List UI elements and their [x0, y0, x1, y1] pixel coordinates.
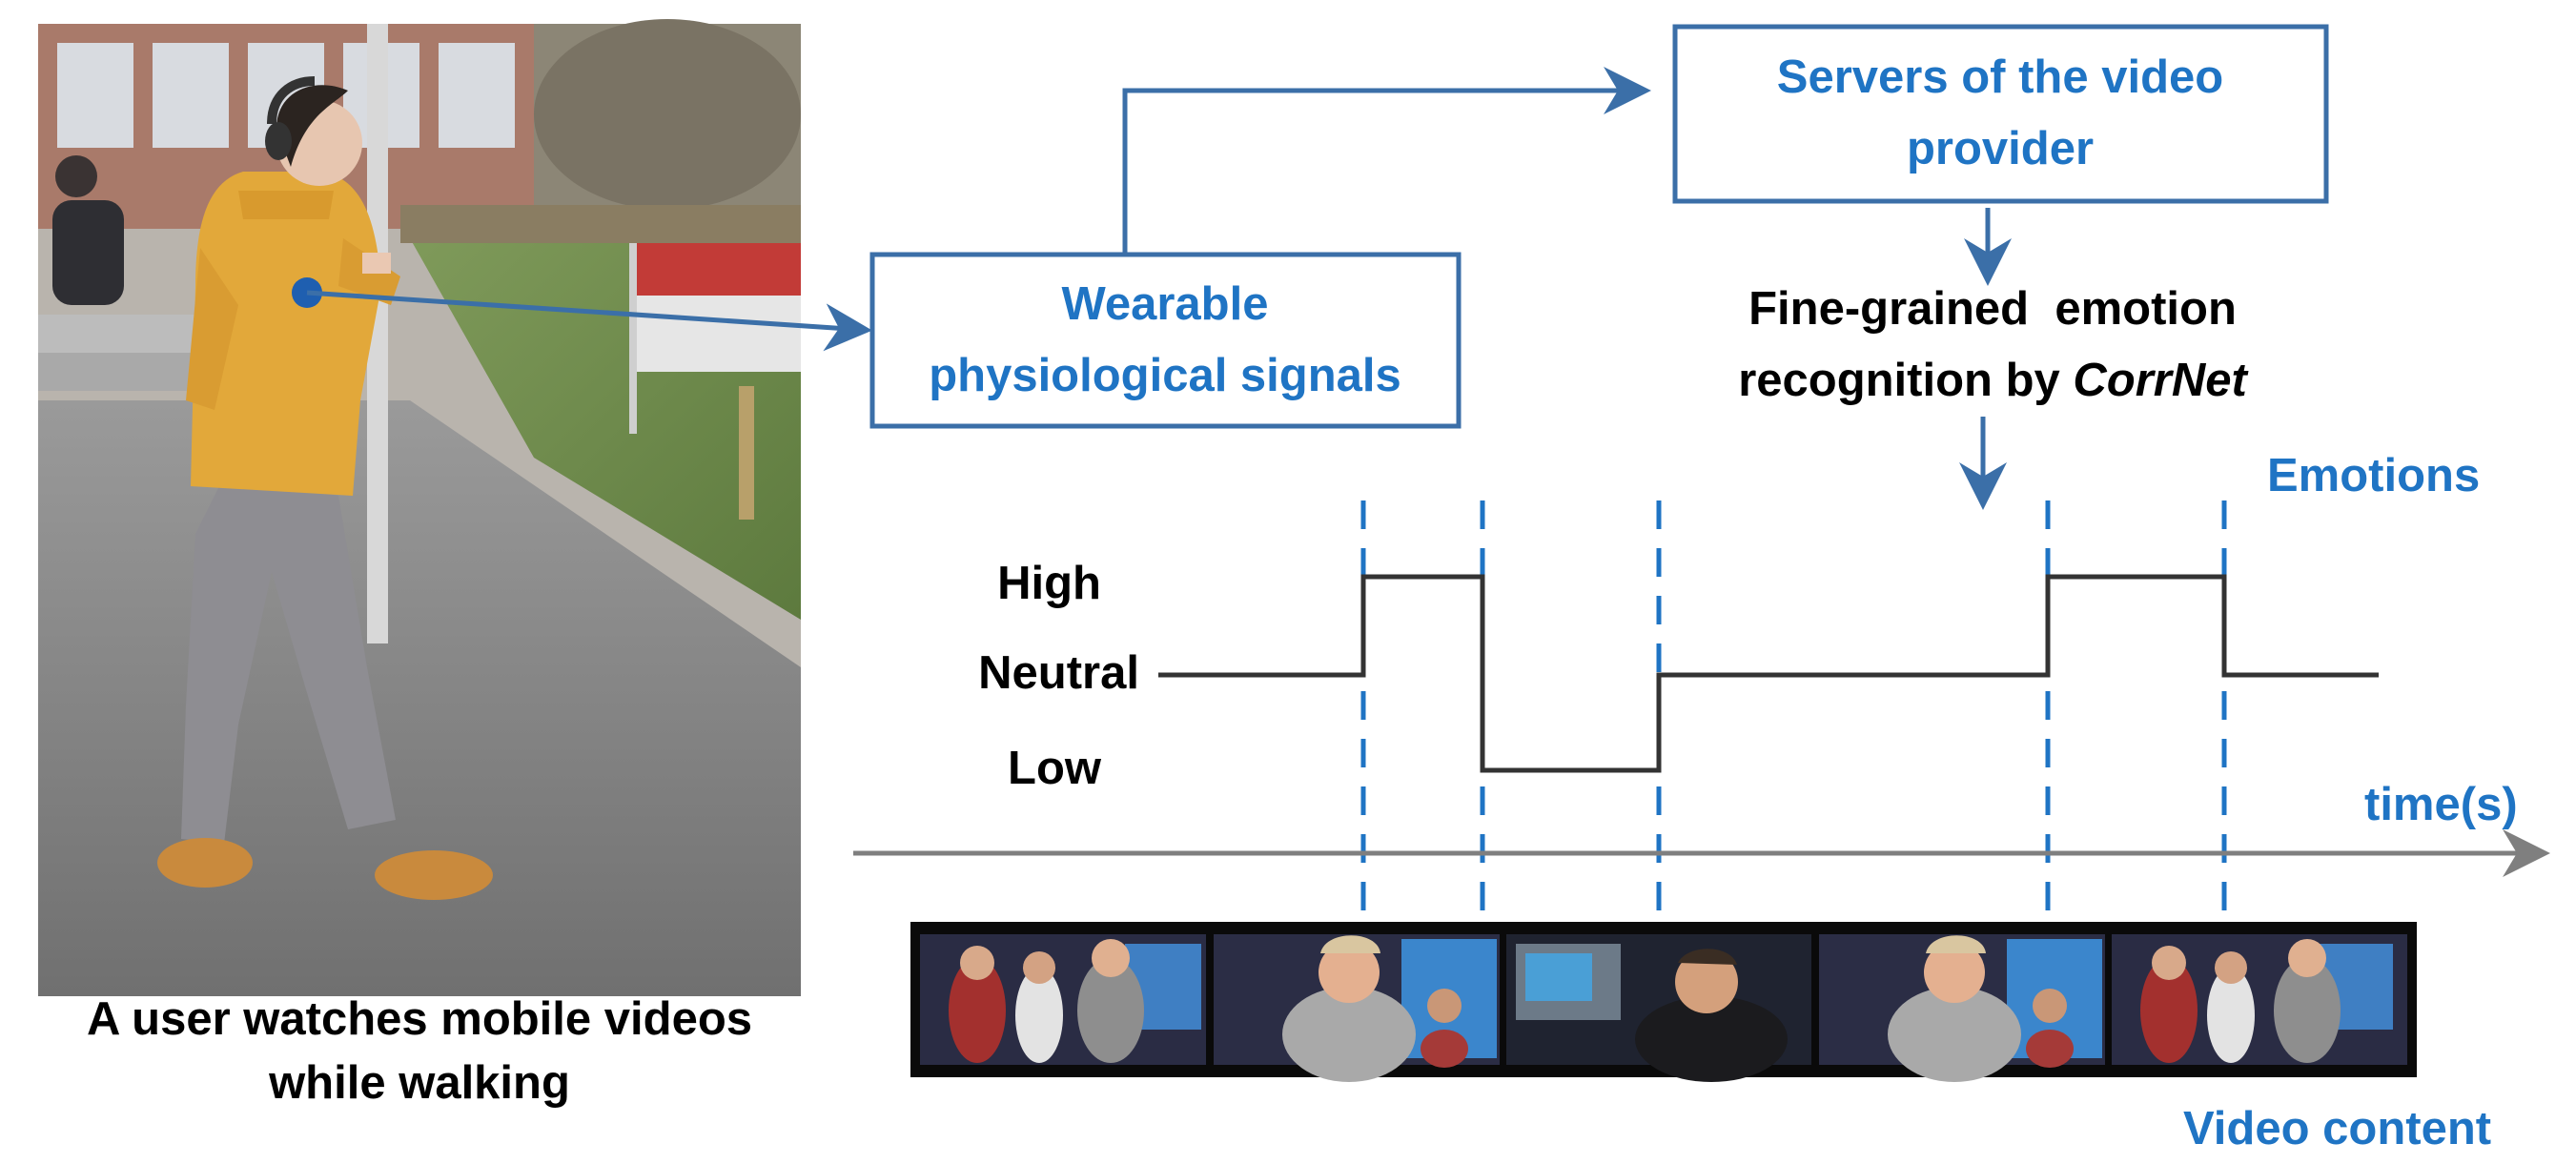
- wearable-box-line1: Wearable: [1062, 278, 1269, 330]
- level-label-neutral: Neutral: [978, 647, 1139, 699]
- video-frame: [1214, 934, 1500, 1082]
- time-axis-label: time(s): [2364, 779, 2518, 830]
- recognition-model-name: CorrNet: [2073, 355, 2248, 406]
- video-frame: [1506, 934, 1811, 1082]
- video-frame: [2112, 934, 2407, 1065]
- level-label-low: Low: [1008, 743, 1102, 794]
- servers-box-line2: provider: [1907, 123, 2094, 174]
- emotion-step-signal: [1158, 574, 2379, 773]
- photo-caption-line2: while walking: [268, 1057, 570, 1109]
- sensor-to-wearable-arrow: [306, 290, 872, 352]
- recognition-line2-prefix: recognition by: [1738, 355, 2073, 406]
- servers-box: Servers of the video provider: [1672, 24, 2329, 204]
- user-photo: [38, 19, 801, 996]
- recognition-line2: recognition by CorrNet: [1738, 355, 2248, 406]
- servers-box-line1: Servers of the video: [1777, 51, 2223, 103]
- wearable-signals-box: Wearable physiological signals: [869, 252, 1462, 429]
- recognition-line1: Fine-grained emotion: [1748, 283, 2237, 335]
- level-label-high: High: [997, 558, 1101, 609]
- wearable-to-servers-arrow: [1122, 67, 1651, 255]
- photo-caption-line1: A user watches mobile videos: [87, 993, 752, 1045]
- video-frame: [920, 934, 1206, 1065]
- wearable-box-line2: physiological signals: [929, 350, 1401, 401]
- segment-boundaries: [1360, 500, 2227, 920]
- emotions-label: Emotions: [2267, 450, 2480, 501]
- walking-user-figure: [157, 76, 493, 900]
- video-filmstrip: [910, 922, 2417, 1082]
- video-content-label: Video content: [2183, 1103, 2491, 1154]
- video-frame: [1819, 934, 2105, 1082]
